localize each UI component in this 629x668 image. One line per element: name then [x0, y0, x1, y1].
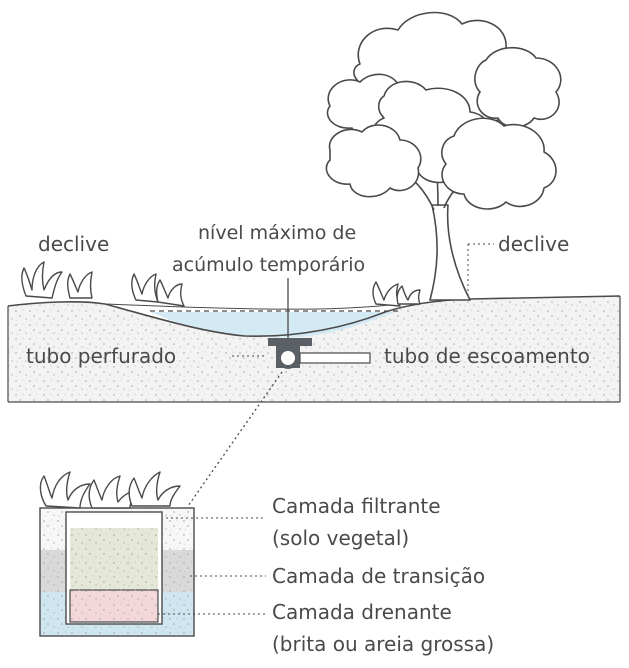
grass-tuft-icon — [21, 261, 421, 307]
label-nivel-line2: acúmulo temporário — [172, 254, 366, 276]
grass-tuft-icon — [39, 471, 181, 509]
label-declive-right: declive — [498, 232, 570, 256]
label-tubo-perfurado: tubo perfurado — [26, 344, 177, 368]
perforated-pipe-icon — [277, 347, 299, 369]
label-brita-areia: (brita ou areia grossa) — [272, 632, 495, 656]
detail-connector — [187, 371, 283, 507]
label-camada-transicao: Camada de transição — [272, 564, 486, 588]
inner-texture — [70, 528, 158, 622]
label-camada-filtrante: Camada filtrante — [272, 494, 441, 518]
label-tubo-escoamento: tubo de escoamento — [384, 344, 590, 368]
tree-icon — [325, 11, 562, 301]
ground-surface-line — [7, 295, 621, 338]
water-pool — [150, 312, 395, 338]
label-nivel-line1: nível máximo de — [198, 222, 357, 244]
label-declive-left: declive — [38, 232, 110, 256]
label-solo-vegetal: (solo vegetal) — [272, 526, 410, 550]
layer-detail — [39, 507, 195, 637]
label-camada-drenante: Camada drenante — [272, 600, 452, 624]
outflow-pipe — [299, 352, 371, 364]
ground-upper-line — [104, 303, 401, 310]
ground-texture — [8, 296, 620, 402]
